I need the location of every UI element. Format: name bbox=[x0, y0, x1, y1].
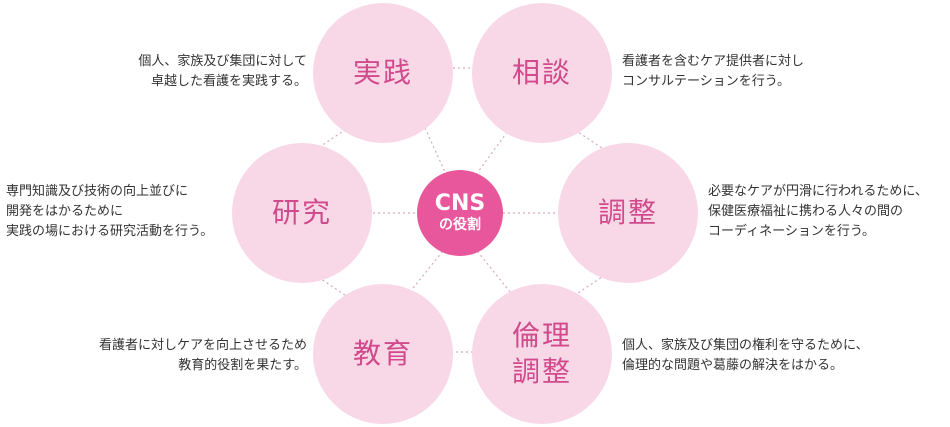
role-circle-practice: 実践 bbox=[313, 3, 453, 143]
spoke-consultation bbox=[477, 127, 511, 173]
center-cns-circle: CNS の役割 bbox=[417, 170, 503, 256]
role-circle-coordination: 調整 bbox=[558, 143, 698, 283]
role-label-practice: 実践 bbox=[352, 56, 413, 89]
description-ethical-coordination: 個人、家族及び集団の権利を守るために、 倫理的な問題や葛藤の解決をはかる。 bbox=[622, 338, 869, 373]
role-label-research: 研究 bbox=[271, 196, 332, 229]
role-label-ethical-coordination: 倫理 調整 bbox=[511, 319, 572, 388]
center-title: CNS bbox=[434, 191, 486, 216]
role-label-education: 教育 bbox=[352, 337, 413, 370]
spoke-ethics bbox=[477, 251, 511, 293]
role-circle-ethical-coordination: 倫理 調整 bbox=[472, 284, 612, 424]
connector-consultation-coordination bbox=[574, 129, 606, 151]
description-coordination: 必要なケアが円滑に行われるために、 保健医療福祉に携わる人々の間の コーディネー… bbox=[708, 184, 928, 239]
role-circle-education: 教育 bbox=[313, 284, 453, 424]
role-circle-consultation: 相談 bbox=[472, 3, 612, 143]
description-education: 看護者に対しケアを向上させるため 教育的役割を果たす。 bbox=[98, 338, 307, 373]
spoke-practice bbox=[424, 127, 446, 173]
description-consultation: 看護者を含むケア提供者に対し コンサルテーションを行う。 bbox=[622, 54, 805, 89]
description-research: 専門知識及び技術の向上並びに 開発をはかるために 実践の場における研究活動を行う… bbox=[6, 184, 214, 239]
role-label-coordination: 調整 bbox=[597, 196, 658, 229]
spoke-education bbox=[409, 251, 443, 293]
connector-coordination-ethics bbox=[574, 274, 606, 296]
center-subtitle: の役割 bbox=[439, 217, 481, 233]
description-practice: 個人、家族及び集団に対して 卓越した看護を実践する。 bbox=[138, 54, 307, 89]
role-circle-research: 研究 bbox=[232, 143, 372, 283]
role-label-consultation: 相談 bbox=[511, 56, 572, 89]
